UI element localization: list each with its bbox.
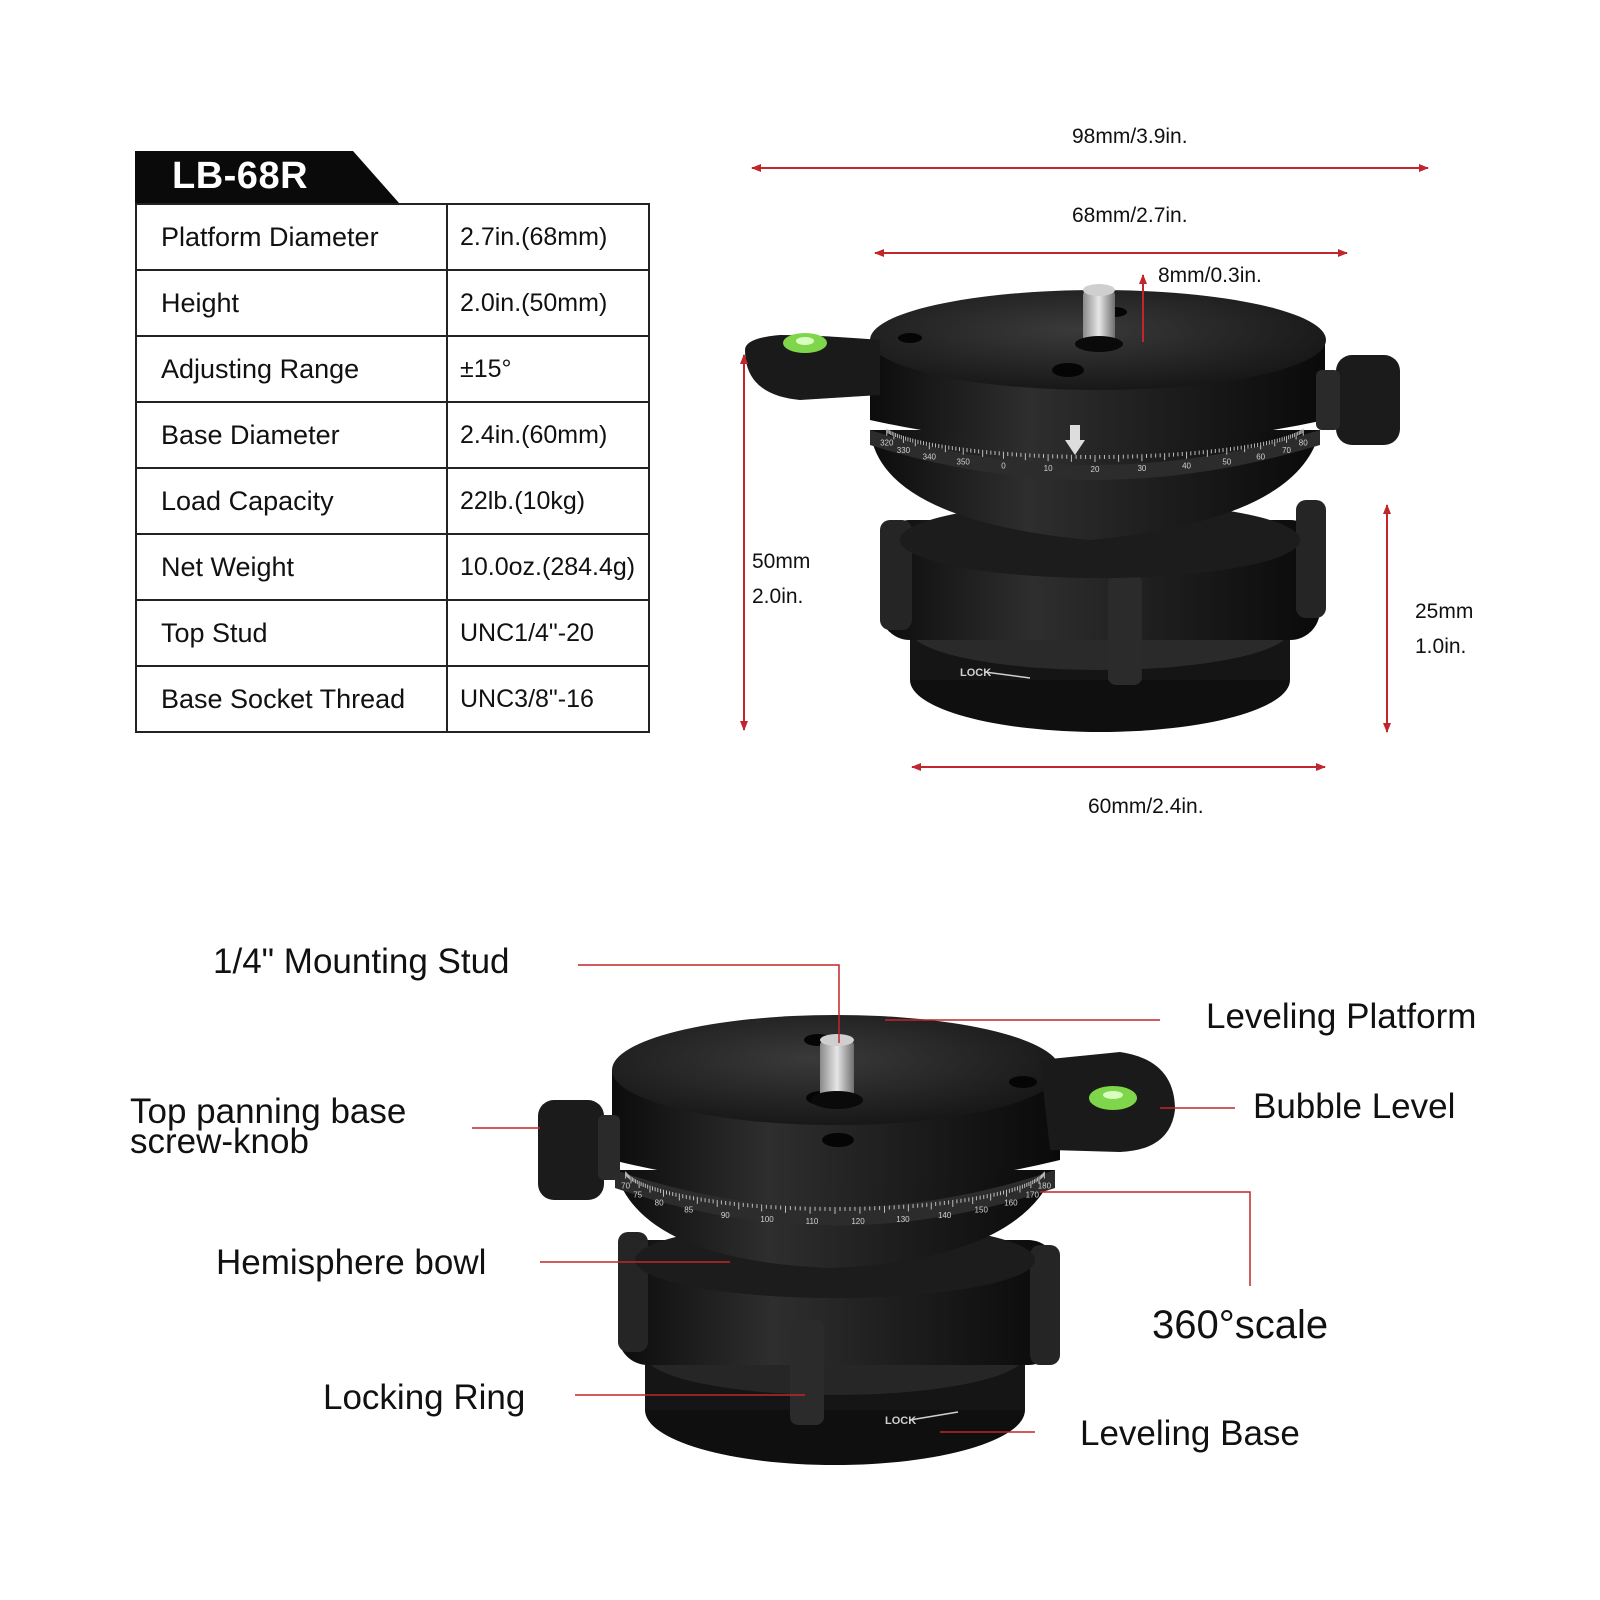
- callout-leveling-base: Leveling Base: [1080, 1414, 1300, 1453]
- top-scale-label: 350: [957, 458, 971, 467]
- lock-label-top: LOCK: [960, 667, 991, 679]
- top-scale-label: 0: [1001, 462, 1006, 471]
- spec-row: Adjusting Range±15°: [135, 335, 650, 403]
- spec-key: Height: [135, 269, 448, 337]
- callout-panning-knob-line1: Top panning base: [130, 1092, 407, 1131]
- bottom-scale-label: 130: [896, 1215, 910, 1224]
- bottom-leveling-base-image: [538, 1015, 1175, 1465]
- callout-360-scale: 360°scale: [1152, 1303, 1329, 1347]
- dim-base-width: 60mm/2.4in.: [1088, 795, 1204, 818]
- callout-hemisphere-bowl: Hemisphere bowl: [216, 1243, 487, 1282]
- top-scale-label: 340: [923, 452, 937, 461]
- top-scale-label: 70: [1282, 446, 1291, 455]
- bottom-scale-label: 75: [633, 1190, 642, 1199]
- bottom-scale-label: 80: [655, 1198, 664, 1207]
- bottom-scale-label: 110: [806, 1217, 819, 1226]
- leader-scale: [1040, 1191, 1251, 1286]
- model-title: LB-68R: [172, 155, 309, 197]
- bottom-scale-label: 160: [1004, 1198, 1018, 1207]
- callout-locking-ring: Locking Ring: [323, 1378, 526, 1417]
- bottom-scale-label: 100: [760, 1215, 774, 1224]
- spec-value: 10.0oz.(284.4g): [446, 533, 650, 601]
- top-scale-label: 40: [1182, 462, 1191, 471]
- lock-arrow-top: [984, 671, 1031, 679]
- bottom-scale-label: 120: [851, 1217, 865, 1226]
- dim-base-height-mm: 25mm: [1415, 600, 1474, 623]
- callout-bubble-level: Bubble Level: [1253, 1087, 1456, 1126]
- top-leveling-base-image: [745, 284, 1400, 732]
- bottom-scale-label: 85: [684, 1205, 693, 1214]
- spec-key: Platform Diameter: [135, 203, 448, 271]
- spec-value: 2.4in.(60mm): [446, 401, 650, 469]
- top-scale-label: 320: [880, 439, 894, 448]
- spec-value: 2.0in.(50mm): [446, 269, 650, 337]
- callout-leveling-platform: Leveling Platform: [1206, 997, 1477, 1036]
- top-scale-label: 30: [1137, 464, 1146, 473]
- dim-height-in: 2.0in.: [752, 585, 804, 608]
- spec-value: ±15°: [446, 335, 650, 403]
- bottom-scale-label: 150: [975, 1205, 989, 1214]
- top-scale-label: 60: [1256, 452, 1265, 461]
- lock-arrow-bottom: [909, 1411, 959, 1421]
- spec-key: Load Capacity: [135, 467, 448, 535]
- dim-height-mm: 50mm: [752, 550, 811, 573]
- bottom-scale-label: 170: [1026, 1190, 1040, 1199]
- bottom-scale-label: 70: [621, 1182, 630, 1191]
- top-scale-label: 50: [1222, 458, 1231, 467]
- dim-base-height-in: 1.0in.: [1415, 635, 1467, 658]
- callout-mounting-stud: 1/4" Mounting Stud: [213, 942, 510, 981]
- top-scale-label: 20: [1091, 465, 1100, 474]
- spec-key: Base Socket Thread: [135, 665, 448, 733]
- spec-key: Adjusting Range: [135, 335, 448, 403]
- bottom-scale-label: 180: [1038, 1182, 1052, 1191]
- leader-mounting-stud: [578, 964, 840, 1043]
- dim-overall-width: 98mm/3.9in.: [1072, 125, 1188, 148]
- spec-key: Net Weight: [135, 533, 448, 601]
- top-scale-label: 10: [1044, 464, 1053, 473]
- spec-value: 22lb.(10kg): [446, 467, 650, 535]
- lock-label-bottom: LOCK: [885, 1415, 916, 1427]
- spec-value: UNC3/8"-16: [446, 665, 650, 733]
- callout-leaders: [472, 964, 1251, 1433]
- bottom-scale-label: 90: [721, 1211, 730, 1220]
- spec-key: Top Stud: [135, 599, 448, 667]
- callout-panning-knob: Top panning base screw-knob: [130, 1092, 407, 1161]
- spec-value: UNC1/4"-20: [446, 599, 650, 667]
- spec-key: Base Diameter: [135, 401, 448, 469]
- top-scale-label: 330: [897, 446, 911, 455]
- callout-panning-knob-line2: screw-knob: [130, 1122, 309, 1161]
- bottom-scale-label: 140: [938, 1211, 952, 1220]
- top-scale-label: 80: [1299, 439, 1308, 448]
- dim-platform-width: 68mm/2.7in.: [1072, 204, 1188, 227]
- spec-value: 2.7in.(68mm): [446, 203, 650, 271]
- model-title-tab: [135, 151, 399, 203]
- dim-stud-height: 8mm/0.3in.: [1158, 264, 1262, 287]
